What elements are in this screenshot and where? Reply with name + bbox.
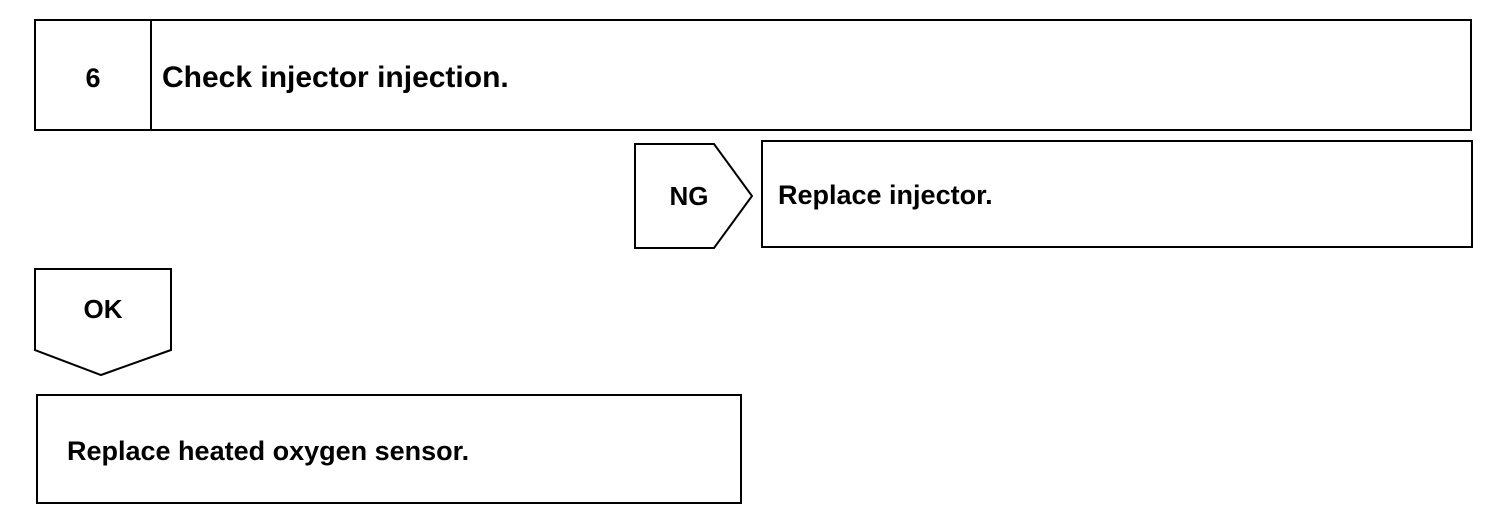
ok-arrow-tag bbox=[34, 268, 172, 377]
ng-action-box: Replace injector. bbox=[761, 140, 1473, 248]
ng-label: NG bbox=[669, 181, 709, 211]
step-number-cell bbox=[36, 21, 152, 129]
ok-label: OK bbox=[83, 294, 123, 324]
step-title: Check injector injection. bbox=[162, 61, 509, 94]
ng-action-text: Replace injector. bbox=[778, 180, 993, 210]
ok-action-box: Replace heated oxygen sensor. bbox=[36, 394, 742, 504]
step-number: 6 bbox=[85, 63, 101, 93]
ng-arrow-tag bbox=[634, 143, 754, 249]
step-box: 6 Check injector injection. bbox=[34, 19, 1472, 131]
ok-action-text: Replace heated oxygen sensor. bbox=[67, 436, 470, 466]
